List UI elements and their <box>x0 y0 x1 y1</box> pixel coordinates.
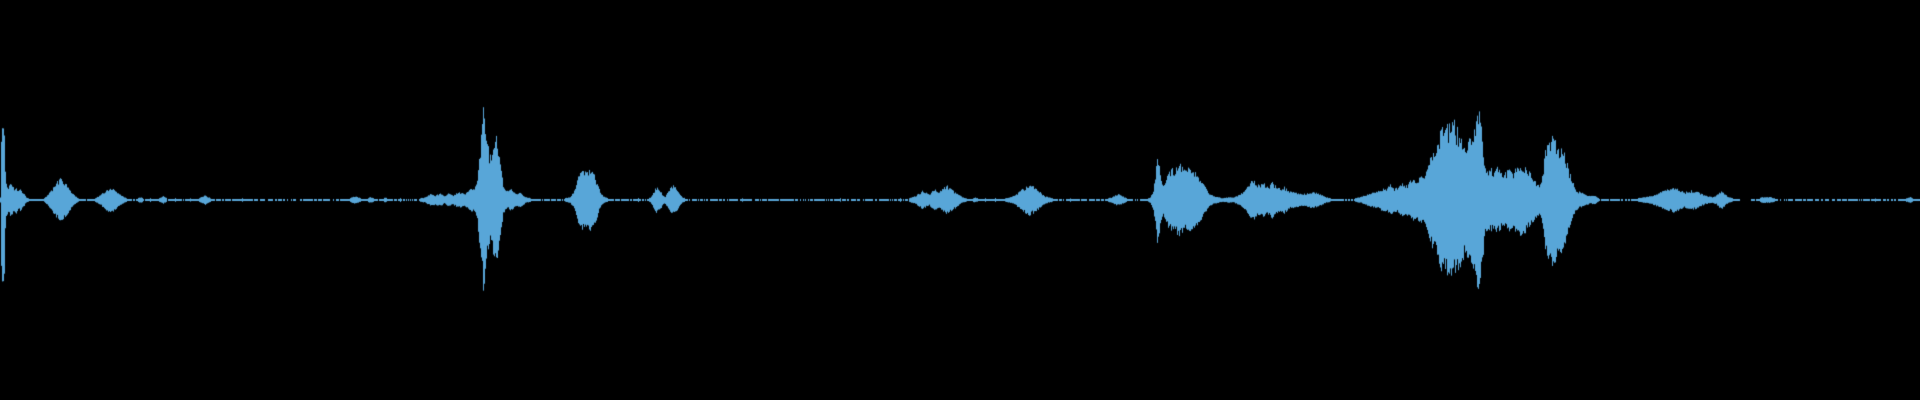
waveform-player <box>0 0 1920 400</box>
audio-waveform-canvas[interactable] <box>0 0 1920 400</box>
